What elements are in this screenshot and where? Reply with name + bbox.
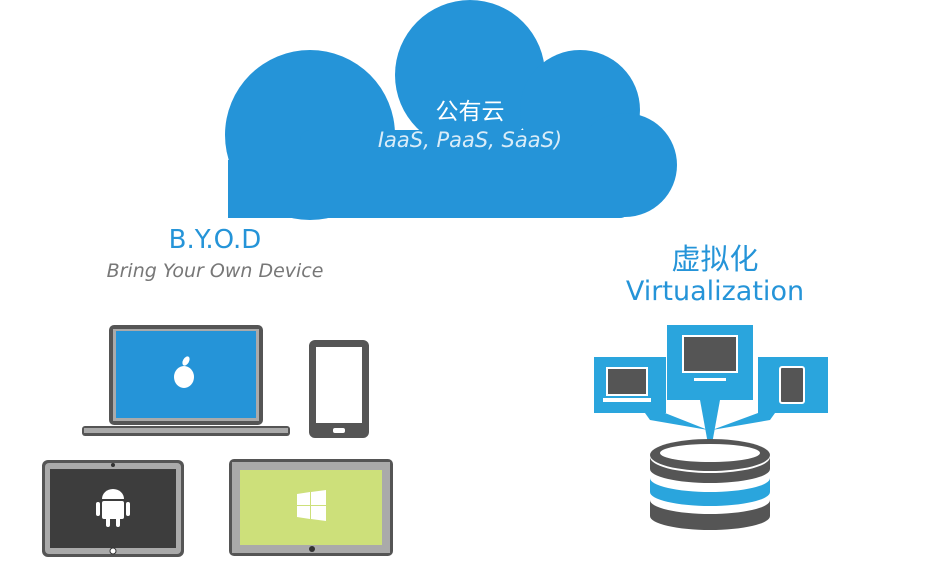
windows-tablet-icon	[229, 459, 393, 556]
laptop-icon	[82, 325, 290, 436]
virtualization-title-cn: 虚拟化	[671, 242, 759, 276]
apple-logo-icon	[174, 356, 194, 388]
virtualization-title-en: Virtualization	[625, 276, 805, 307]
cloud-subtitle: IaaS, PaaS, SaaS)	[377, 128, 563, 152]
android-logo-icon	[96, 489, 130, 527]
android-tablet-icon	[42, 460, 184, 557]
virtualization-icon	[594, 325, 828, 530]
cloud-shape	[225, 0, 677, 220]
byod-subtitle: Bring Your Own Device	[106, 260, 324, 282]
byod-title: B.Y.O.D	[168, 225, 262, 255]
smartphone-icon	[309, 340, 369, 438]
cloud-title: 公有云	[435, 99, 505, 125]
windows-logo-icon	[297, 490, 326, 521]
